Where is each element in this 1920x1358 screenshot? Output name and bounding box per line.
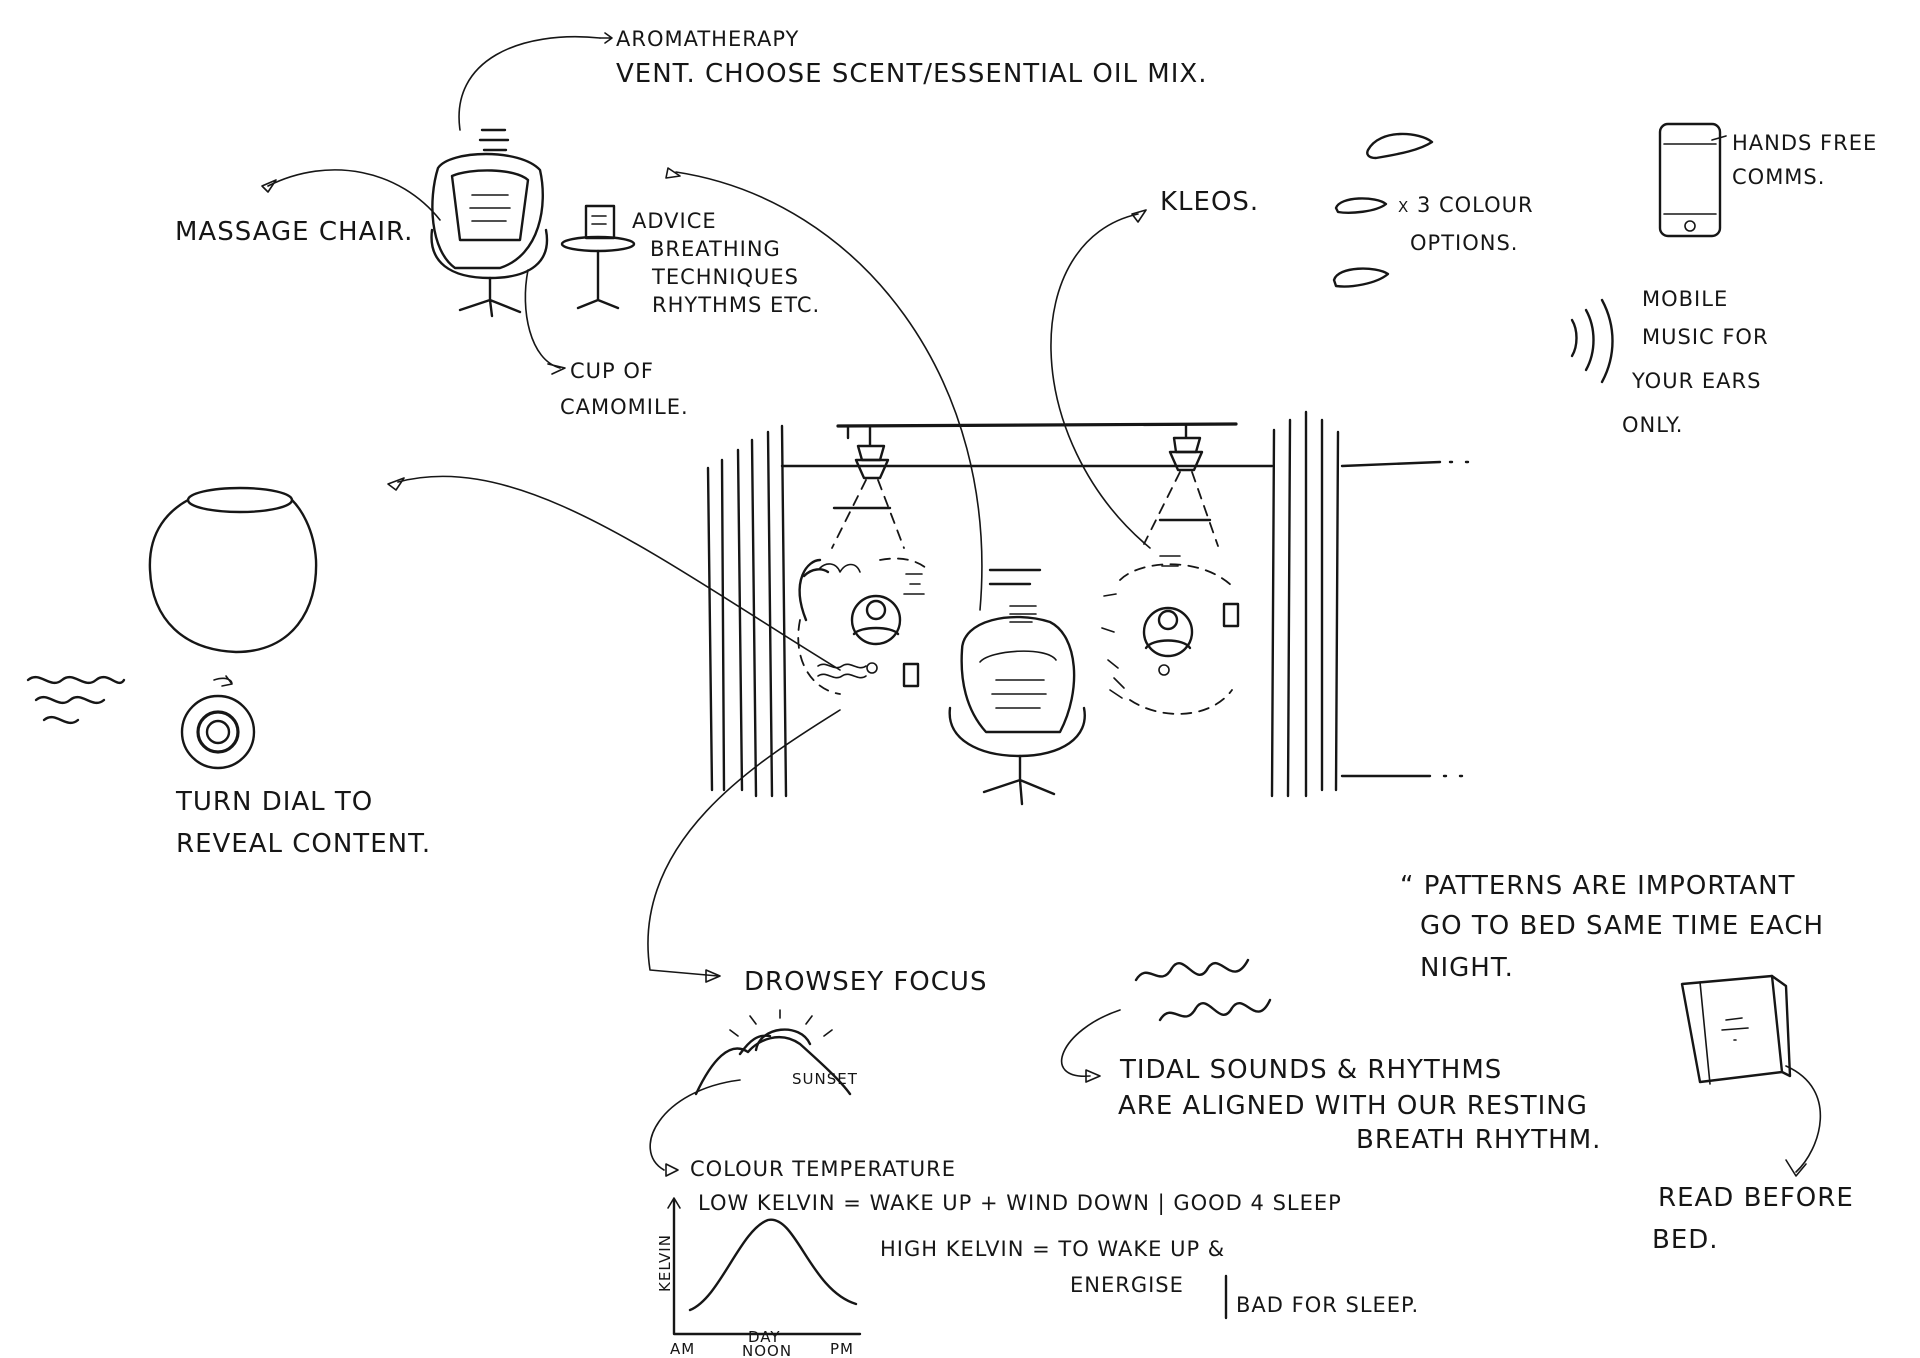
svg-text:AM: AM (670, 1340, 695, 1358)
colour-temp-note: COLOUR TEMPERATURE LOW KELVIN = WAKE UP … (649, 1079, 1419, 1320)
massage-chair-note: MASSAGE CHAIR. (175, 169, 441, 247)
kleos-label: KLEOS. (1160, 187, 1259, 217)
dial-note: TURN DIAL TO REVEAL CONTENT. (175, 475, 841, 859)
svg-text:HANDS FREE: HANDS FREE (1732, 131, 1877, 155)
svg-text:TECHNIQUES: TECHNIQUES (651, 265, 799, 289)
colour-options-note: x 3 COLOUR OPTIONS. (1398, 193, 1534, 255)
svg-text:RHYTHMS ETC.: RHYTHMS ETC. (652, 293, 820, 317)
svg-text:BAD FOR SLEEP.: BAD FOR SLEEP. (1236, 1293, 1419, 1317)
svg-text:READ BEFORE: READ BEFORE (1658, 1183, 1854, 1213)
svg-text:COLOUR TEMPERATURE: COLOUR TEMPERATURE (690, 1157, 956, 1181)
advice-note: ADVICE BREATHING TECHNIQUES RHYTHMS ETC. (632, 209, 820, 317)
svg-text:BREATH RHYTHM.: BREATH RHYTHM. (1356, 1125, 1601, 1155)
phone-icon (1658, 122, 1727, 238)
svg-text:REVEAL CONTENT.: REVEAL CONTENT. (176, 829, 431, 859)
svg-text:CAMOMILE.: CAMOMILE. (560, 395, 689, 419)
svg-text:CUP OF: CUP OF (570, 359, 654, 383)
chair-icon (430, 128, 549, 318)
svg-text:MUSIC FOR: MUSIC FOR (1642, 325, 1769, 349)
svg-text:MOBILE: MOBILE (1642, 287, 1728, 311)
axis-y-label: KELVIN (656, 1234, 674, 1292)
cup-note: CUP OF CAMOMILE. (524, 269, 689, 419)
lamp-icon (831, 424, 1219, 549)
sunset-label: SUNSET (792, 1070, 858, 1088)
read-note: READ BEFORE BED. (1652, 1065, 1854, 1255)
egg-chair-icon (148, 486, 318, 654)
aromatherapy-label-1: AROMATHERAPY (616, 27, 799, 51)
mobile-note: MOBILE MUSIC FOR YOUR EARS ONLY. (1622, 287, 1769, 437)
svg-text:TIDAL SOUNDS & RHYTHMS: TIDAL SOUNDS & RHYTHMS (1119, 1055, 1502, 1085)
drowsey-note: DROWSEY FOCUS (647, 709, 987, 997)
svg-text:COMMS.: COMMS. (1732, 165, 1825, 189)
svg-text:ADVICE: ADVICE (632, 209, 717, 233)
kelvin-chart: KELVIN AM DAY NOON PM (656, 1197, 862, 1358)
tidal-note: TIDAL SOUNDS & RHYTHMS ARE ALIGNED WITH … (1060, 1009, 1601, 1155)
hands-free-note: HANDS FREE COMMS. (1732, 131, 1877, 189)
svg-text:PM: PM (830, 1340, 854, 1358)
svg-text:BED.: BED. (1652, 1225, 1719, 1255)
svg-text:BREATHING: BREATHING (650, 237, 781, 261)
side-table-icon (560, 204, 636, 310)
svg-text:LOW KELVIN = WAKE UP + WIND DO: LOW KELVIN = WAKE UP + WIND DOWN | GOOD … (698, 1191, 1342, 1216)
drowsey-label: DROWSEY FOCUS (744, 967, 987, 997)
connector-lines (665, 167, 983, 611)
projection-left (797, 557, 931, 695)
projection-right (1101, 555, 1240, 715)
massage-chair-label: MASSAGE CHAIR. (175, 217, 413, 247)
svg-text:NIGHT.: NIGHT. (1420, 953, 1514, 983)
quote-note: “ PATTERNS ARE IMPORTANT GO TO BED SAME … (1400, 871, 1824, 983)
svg-text:ARE ALIGNED WITH OUR RESTING: ARE ALIGNED WITH OUR RESTING (1118, 1091, 1588, 1121)
kleos-pebble-icon (1332, 132, 1434, 288)
svg-text:YOUR EARS: YOUR EARS (1631, 369, 1761, 393)
aromatherapy-note: AROMATHERAPY VENT. CHOOSE SCENT/ESSENTIA… (458, 27, 1207, 131)
aromatherapy-label-2: VENT. CHOOSE SCENT/ESSENTIAL OIL MIX. (616, 59, 1207, 89)
sunset-icon: SUNSET (694, 1009, 858, 1096)
kleos-note: KLEOS. (1050, 187, 1259, 549)
room-scene (706, 410, 1470, 798)
dial-icon (180, 675, 256, 770)
svg-text:ENERGISE: ENERGISE (1070, 1273, 1184, 1297)
svg-text:GO TO BED SAME TIME EACH: GO TO BED SAME TIME EACH (1420, 911, 1824, 941)
svg-text:“ PATTERNS ARE IMPORTANT: “ PATTERNS ARE IMPORTANT (1400, 871, 1795, 901)
svg-text:HIGH KELVIN = TO WAKE UP &: HIGH KELVIN = TO WAKE UP & (880, 1237, 1225, 1261)
book-icon (1680, 974, 1792, 1085)
svg-text:ONLY.: ONLY. (1622, 413, 1683, 437)
sound-waves-icon (1570, 298, 1614, 384)
centre-chair-icon (948, 568, 1086, 806)
svg-text:OPTIONS.: OPTIONS. (1410, 231, 1518, 255)
svg-text:x 3 COLOUR: x 3 COLOUR (1398, 193, 1534, 217)
svg-text:DAY: DAY (748, 1328, 781, 1346)
svg-text:TURN DIAL TO: TURN DIAL TO (175, 787, 373, 817)
tidal-waves-icon (1134, 958, 1272, 1022)
waves-icon (26, 675, 126, 725)
svg-text:NOON: NOON (742, 1342, 792, 1358)
